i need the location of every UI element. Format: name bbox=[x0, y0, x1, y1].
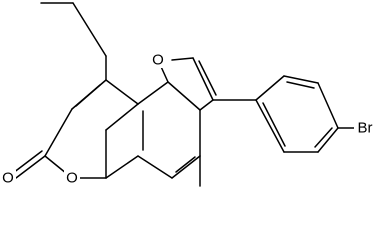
bromine-label: Br bbox=[358, 120, 373, 137]
atom-label-furan-oxygen: O bbox=[150, 52, 166, 69]
bond-ph-4 bbox=[317, 127, 339, 153]
bond-c7-carbonyl-double bbox=[12, 150, 43, 174]
pyranone-ring bbox=[12, 79, 139, 179]
bond-core-5 bbox=[167, 81, 201, 111]
bond-core-3 bbox=[171, 155, 201, 179]
bond-c9-c8-double bbox=[75, 84, 101, 107]
bond-core-7 bbox=[105, 103, 139, 131]
bond-c8-c7 bbox=[44, 108, 73, 157]
atom-label-pyranone-oxygen: O bbox=[64, 170, 80, 187]
bond-propyl-2 bbox=[72, 2, 107, 57]
bond-ph-6 bbox=[255, 99, 285, 153]
bond-ph-1 bbox=[255, 75, 285, 101]
bromophenyl-ring bbox=[255, 75, 339, 153]
propyl-chain bbox=[40, 2, 107, 81]
carbonyl-oxygen-label: O bbox=[2, 170, 14, 187]
bond-core-inner-2 bbox=[175, 156, 196, 173]
benzene-core-ring bbox=[105, 81, 201, 179]
pyranone-oxygen-label: O bbox=[66, 170, 78, 187]
furan-oxygen-label: O bbox=[152, 52, 164, 69]
bond-ph-2 bbox=[283, 75, 319, 84]
bond-ph-3 bbox=[317, 82, 339, 129]
bond-furan-2 bbox=[171, 57, 194, 61]
bond-furan-3-double bbox=[198, 60, 217, 96]
bond-core-6 bbox=[137, 81, 169, 105]
bond-furan-4 bbox=[199, 99, 214, 111]
atom-label-carbonyl-oxygen: O bbox=[0, 170, 16, 187]
bond-c9-c9a bbox=[105, 79, 139, 105]
molecule-structure-diagram: O O O Br bbox=[0, 2, 376, 187]
bond-core-1 bbox=[105, 155, 139, 179]
bond-core-2 bbox=[137, 155, 173, 179]
bond-ph-inner-2 bbox=[314, 127, 333, 148]
bond-furan-3 bbox=[192, 57, 214, 101]
bond-ph-inner-3 bbox=[262, 102, 286, 147]
bond-ph-inner-1 bbox=[286, 81, 315, 89]
atom-label-bromine: Br bbox=[354, 120, 376, 137]
bond-c7-carbonyl bbox=[15, 155, 46, 179]
furan-ring bbox=[157, 57, 217, 111]
